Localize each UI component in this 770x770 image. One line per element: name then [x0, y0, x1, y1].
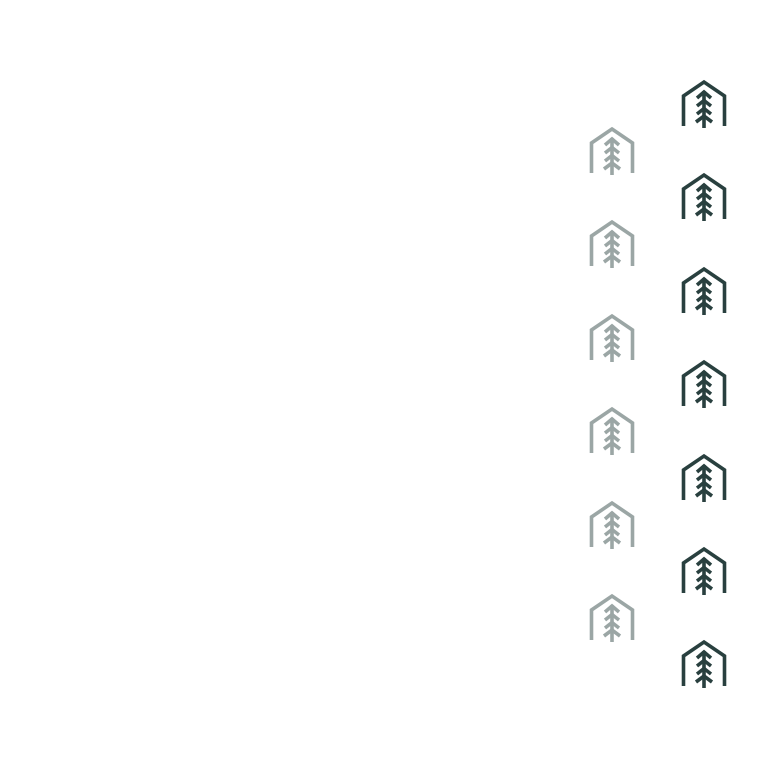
house-tree-icon [681, 546, 727, 595]
house-tree-icon [589, 593, 635, 642]
house-tree-icon [681, 359, 727, 409]
house-tree-icon [589, 500, 635, 549]
house-tree-icon [681, 79, 727, 128]
house-tree-icon [681, 453, 727, 502]
house-tree-icon [589, 313, 635, 362]
house-tree-icon [681, 266, 727, 315]
house-tree-icon [589, 406, 635, 456]
house-tree-icon [681, 172, 727, 222]
house-tree-icon [589, 126, 635, 175]
house-tree-icon [681, 639, 727, 689]
house-tree-icon [589, 219, 635, 269]
